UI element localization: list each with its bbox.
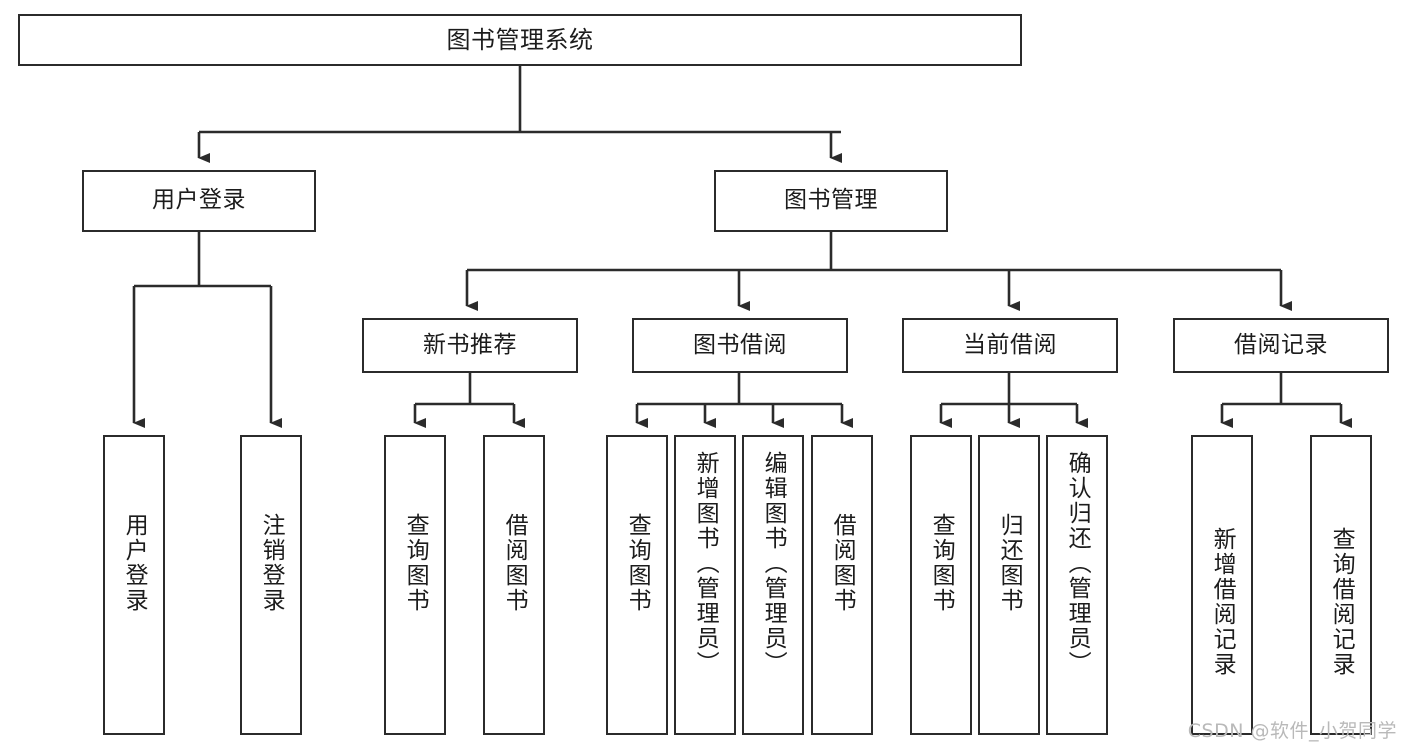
leaf-borrow-borrow-books[interactable]: 借阅图书 <box>811 435 873 735</box>
node-label: 图书借阅 <box>693 331 787 358</box>
node-label: 新增图书（管理员） <box>692 451 719 676</box>
leaf-new-book-query-books[interactable]: 查询图书 <box>384 435 446 735</box>
leaf-user-login-login[interactable]: 用户登录 <box>103 435 165 735</box>
node-label: 借阅图书 <box>829 513 856 613</box>
node-label: 查询图书 <box>928 513 955 613</box>
node-label: 用户登录 <box>121 513 148 613</box>
node-book-borrowing[interactable]: 图书借阅 <box>632 318 848 373</box>
node-new-book-recommendation[interactable]: 新书推荐 <box>362 318 578 373</box>
leaf-current-confirm-return-admin[interactable]: 确认归还（管理员） <box>1046 435 1108 735</box>
node-label: 图书管理 <box>784 187 878 214</box>
node-label: 查询借阅记录 <box>1328 527 1355 677</box>
node-label: 用户登录 <box>152 187 246 214</box>
leaf-borrow-edit-book-admin[interactable]: 编辑图书（管理员） <box>742 435 804 735</box>
leaf-current-return-books[interactable]: 归还图书 <box>978 435 1040 735</box>
leaf-user-login-logout[interactable]: 注销登录 <box>240 435 302 735</box>
node-label: 归还图书 <box>996 513 1023 613</box>
node-label: 当前借阅 <box>963 331 1057 358</box>
node-label: 编辑图书（管理员） <box>760 451 787 676</box>
leaf-records-add-record[interactable]: 新增借阅记录 <box>1191 435 1253 735</box>
node-root-book-management-system[interactable]: 图书管理系统 <box>18 14 1022 66</box>
node-label: 借阅图书 <box>501 513 528 613</box>
node-current-borrowing[interactable]: 当前借阅 <box>902 318 1118 373</box>
node-label: 查询图书 <box>624 513 651 613</box>
leaf-current-query-books[interactable]: 查询图书 <box>910 435 972 735</box>
node-label: 注销登录 <box>258 513 285 613</box>
leaf-borrow-query-books[interactable]: 查询图书 <box>606 435 668 735</box>
node-label: 确认归还（管理员） <box>1064 451 1091 676</box>
leaf-new-book-borrow-books[interactable]: 借阅图书 <box>483 435 545 735</box>
node-label: 查询图书 <box>402 513 429 613</box>
node-label: 新书推荐 <box>423 331 517 358</box>
node-label: 新增借阅记录 <box>1209 527 1236 677</box>
node-label: 借阅记录 <box>1234 331 1328 358</box>
watermark-text: CSDN @软件_小贺同学 <box>1187 720 1397 742</box>
node-user-login[interactable]: 用户登录 <box>82 170 316 232</box>
leaf-borrow-add-book-admin[interactable]: 新增图书（管理员） <box>674 435 736 735</box>
node-book-management[interactable]: 图书管理 <box>714 170 948 232</box>
leaf-records-query-record[interactable]: 查询借阅记录 <box>1310 435 1372 735</box>
node-borrowing-records[interactable]: 借阅记录 <box>1173 318 1389 373</box>
node-label: 图书管理系统 <box>446 25 594 54</box>
